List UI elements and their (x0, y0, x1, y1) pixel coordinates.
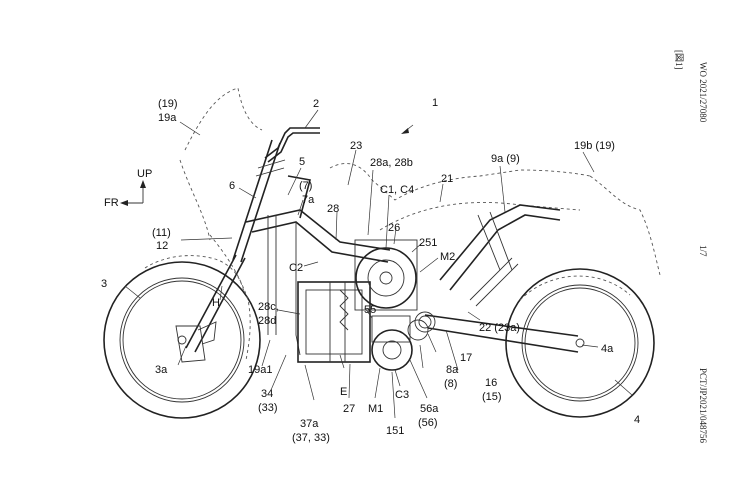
label-28ab: 28a, 28b (370, 157, 413, 169)
label-27: 27 (343, 403, 355, 415)
label-28c: 28c, (258, 301, 279, 313)
label-3a: 3a (155, 364, 168, 376)
label-22: 22 (23a) (479, 322, 520, 334)
label-16: 16 (485, 377, 497, 389)
label-37-33: (37, 33) (292, 432, 330, 444)
label-19: (19) (158, 98, 178, 110)
label-37a: 37a (300, 418, 319, 430)
label-33: (33) (258, 402, 278, 414)
label-251: 251 (419, 237, 437, 249)
label-19b: 19b (19) (574, 140, 615, 152)
label-15: (15) (482, 391, 502, 403)
swing-arm (414, 311, 579, 353)
handlebar (255, 127, 320, 177)
label-9a: 9a (9) (491, 153, 520, 165)
label-5: 5 (299, 156, 305, 168)
label-4a: 4a (601, 343, 614, 355)
doc-number-top: WO 2021/27080 (698, 62, 708, 123)
label-19a1: 19a1 (248, 364, 272, 376)
label-28d: 28d (258, 315, 276, 327)
label-3: 3 (101, 278, 107, 290)
label-23: 23 (350, 140, 362, 152)
label-m2: M2 (440, 251, 455, 263)
label-m1: M1 (368, 403, 383, 415)
up-label: UP (137, 168, 152, 180)
label-4: 4 (634, 414, 640, 426)
figure-mark: [図1] (674, 50, 684, 70)
label-e: E (340, 386, 347, 398)
label-21: 21 (441, 173, 453, 185)
label-28: 28 (327, 203, 339, 215)
label-12: 12 (156, 240, 168, 252)
label-7a: 7a (302, 194, 315, 206)
rear-fender (519, 275, 631, 301)
front-wheel (103, 261, 261, 419)
label-17: 17 (460, 352, 472, 364)
label-34: 34 (261, 388, 273, 400)
label-h: H (212, 297, 220, 309)
label-6: 6 (229, 180, 235, 192)
label-c2: C2 (289, 262, 303, 274)
label-56: (56) (418, 417, 438, 429)
front-fender (144, 234, 251, 361)
label-7: (7) (299, 180, 312, 192)
label-11: (11) (152, 227, 171, 239)
leader-lines (124, 109, 633, 419)
label-56a: 56a (420, 403, 439, 415)
direction-indicator: UP FR (104, 168, 152, 209)
label-151: 151 (386, 425, 404, 437)
body-cover (329, 163, 661, 276)
label-2: 2 (313, 98, 319, 110)
label-1: 1 (432, 97, 438, 109)
label-8a: 8a (446, 364, 459, 376)
label-19a: 19a (158, 112, 177, 124)
windscreen (179, 87, 263, 241)
label-26: 26 (388, 222, 400, 234)
main-frame (245, 175, 391, 356)
doc-number-bottom: PCT/JP2021/048756 (698, 368, 708, 444)
rear-frame (439, 204, 561, 291)
front-fork (175, 139, 281, 363)
label-c3: C3 (395, 389, 409, 401)
front-label: FR (104, 197, 119, 209)
label-55: 55 (364, 304, 376, 316)
label-c1c4: C1, C4 (380, 184, 414, 196)
label-8: (8) (444, 378, 457, 390)
rear-shock (469, 257, 519, 307)
page-number: 1/7 (698, 245, 708, 257)
reference-labels: 1 2 (19) 19a 23 5 6 (7) 7a 28a, 28b 28 C… (101, 97, 640, 444)
